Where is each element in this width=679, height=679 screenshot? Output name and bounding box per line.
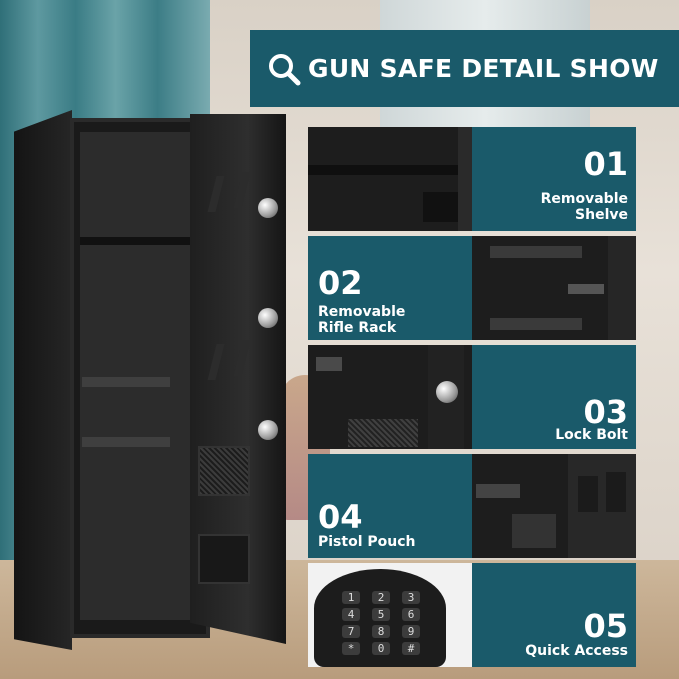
feature-label: Lock Bolt	[555, 427, 628, 443]
door-pistol-pouch	[198, 534, 250, 584]
safe-rifle-rack-bottom	[82, 437, 170, 447]
keypad-key: 4	[342, 608, 360, 621]
safe-side	[14, 110, 72, 650]
door-hook	[207, 176, 225, 212]
feature-label: Pistol Pouch	[318, 534, 416, 550]
keypad-key: 0	[372, 642, 390, 655]
feature-label: Removable Rifle Rack	[318, 304, 406, 336]
shelf-board	[308, 165, 458, 175]
door-mesh-pocket	[198, 446, 250, 496]
feature-number: 04	[318, 498, 363, 536]
feature-row-shelve: 01 Removable Shelve	[308, 127, 636, 231]
keypad-key: 7	[342, 625, 360, 638]
feature-panel-05: 05 Quick Access	[472, 563, 636, 667]
feature-row-rifle-rack: 02 Removable Rifle Rack	[308, 236, 636, 340]
keypad-key: 3	[402, 591, 420, 604]
shelve-photo	[308, 127, 472, 231]
pouch-slot	[606, 472, 626, 512]
feature-number: 02	[318, 264, 363, 302]
feature-panel-04: 04 Pistol Pouch	[308, 454, 472, 558]
safe-body	[70, 118, 210, 638]
page-title: GUN SAFE DETAIL SHOW	[308, 54, 659, 83]
feature-panel-01: 01 Removable Shelve	[472, 127, 636, 231]
feature-row-pistol-pouch: 04 Pistol Pouch	[308, 454, 636, 558]
keypad-key: 9	[402, 625, 420, 638]
feature-number: 03	[583, 393, 628, 431]
lock-bolt	[258, 198, 278, 218]
rack-clip	[568, 284, 604, 294]
safe-shelf	[80, 237, 200, 245]
feature-row-lock-bolt: 03 Lock Bolt	[308, 345, 636, 449]
rack-bar-top	[490, 246, 582, 258]
mesh-pocket	[348, 419, 418, 447]
lock-bolt	[258, 308, 278, 328]
lock-bolt-knob	[436, 381, 458, 403]
feature-panel-02: 02 Removable Rifle Rack	[308, 236, 472, 340]
rack-clip	[316, 357, 342, 371]
keypad-key: 1	[342, 591, 360, 604]
feature-number: 01	[583, 145, 628, 183]
rack-clip	[476, 484, 520, 498]
feature-label: Quick Access	[525, 643, 628, 659]
pouch-slot	[578, 476, 598, 512]
safe-wall	[458, 127, 472, 231]
keypad-key: 2	[372, 591, 390, 604]
door-hook	[207, 344, 225, 380]
safe-interior	[80, 132, 200, 620]
search-icon	[269, 54, 301, 86]
safe-rifle-rack-top	[82, 377, 170, 387]
keypad-key: 6	[402, 608, 420, 621]
keypad-key: #	[402, 642, 420, 655]
feature-label: Removable Shelve	[540, 191, 628, 223]
rifle-rack-photo	[472, 236, 636, 340]
door-hook	[233, 340, 251, 376]
rack-clip-cluster	[512, 514, 556, 548]
pistol-pouch-photo	[472, 454, 636, 558]
rack-bar-bottom	[490, 318, 582, 330]
lock-bolt	[258, 420, 278, 440]
keypad-key: *	[342, 642, 360, 655]
safe-door	[190, 114, 286, 644]
feature-number: 05	[583, 607, 628, 645]
door-hook	[233, 172, 251, 208]
title-banner: GUN SAFE DETAIL SHOW	[250, 30, 679, 107]
feature-panel-03: 03 Lock Bolt	[472, 345, 636, 449]
lock-bolt-photo	[308, 345, 472, 449]
keypad-key: 8	[372, 625, 390, 638]
keypad-key: 5	[372, 608, 390, 621]
safe-door-edge	[608, 236, 636, 340]
gun-safe-image	[14, 110, 286, 650]
